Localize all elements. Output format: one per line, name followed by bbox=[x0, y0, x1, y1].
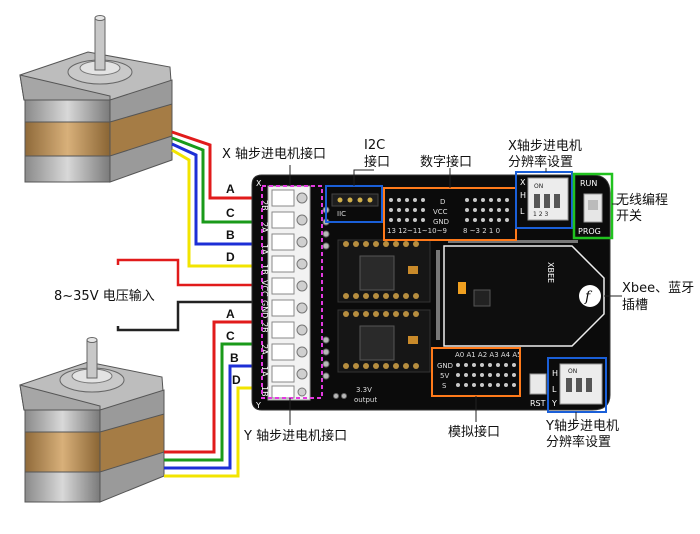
prog-highlight-box bbox=[572, 172, 614, 240]
driver-module-x bbox=[337, 239, 431, 303]
pin-y-2b: 2B bbox=[260, 322, 269, 333]
xbee-slot-label-1: Xbee、蓝牙 bbox=[622, 281, 694, 296]
pin-y-2a: 2A bbox=[260, 344, 269, 355]
power-wires bbox=[116, 258, 268, 332]
pin-x-1a: 1A bbox=[260, 244, 269, 255]
wire-label-bottom-c: C bbox=[226, 329, 235, 343]
xbee-slot-label-2: 插槽 bbox=[622, 298, 648, 313]
analog-5v-label: 5V bbox=[440, 372, 449, 380]
run-label: RUN bbox=[580, 179, 597, 188]
digital-gnd-label: GND bbox=[433, 218, 449, 226]
wire-label-top-a: A bbox=[226, 182, 235, 196]
y-dip-highlight-box bbox=[547, 357, 607, 413]
pin-gnd: GND bbox=[260, 300, 269, 318]
terminal-highlight-box bbox=[261, 185, 323, 399]
y-sw-letter: Y bbox=[551, 399, 557, 408]
x-sw-h: H bbox=[520, 191, 526, 200]
xbee-label: XBEE bbox=[546, 262, 555, 283]
prog-label: PROG bbox=[578, 227, 601, 236]
digital-pins-right: 8 ~3 2 1 0 bbox=[463, 227, 500, 235]
x-dip-nums: 1 2 3 bbox=[533, 211, 548, 218]
terminal-block bbox=[267, 185, 311, 401]
wireless-label-2: 开关 bbox=[616, 209, 642, 224]
xbee-socket: XBEE f bbox=[436, 240, 605, 347]
digital-header: D VCC GND 13 12~11~10~9 8 ~3 2 1 0 bbox=[387, 198, 509, 235]
output-label: output bbox=[354, 396, 377, 404]
stepper-motor-top bbox=[19, 15, 173, 183]
y-motor-port-label: Y 轴步进电机接口 bbox=[243, 428, 347, 444]
reset-button[interactable]: RST bbox=[529, 373, 547, 408]
wire-label-top-b: B bbox=[226, 228, 235, 242]
wire-label-top-d: D bbox=[226, 250, 235, 264]
i2c-sub-label: 接口 bbox=[364, 154, 390, 170]
rst-label: RST bbox=[530, 399, 546, 408]
pin-x-2a: 2A bbox=[260, 222, 269, 233]
y-resolution-dip-switch[interactable]: ON H L Y bbox=[551, 363, 603, 408]
run-prog-switch[interactable]: RUN PROG bbox=[578, 179, 603, 236]
x-resolution-dip-switch[interactable]: ON 1 2 3 X H L bbox=[520, 177, 569, 221]
x-resolution-label-1: X轴步进电机 bbox=[508, 139, 582, 154]
y-sw-h: H bbox=[552, 369, 558, 378]
analog-gnd-label: GND bbox=[437, 362, 453, 370]
board-x-letter: X bbox=[256, 179, 262, 188]
digital-port-label: 数字接口 bbox=[420, 154, 472, 170]
analog-pin-labels: A0 A1 A2 A3 A4 A5 bbox=[455, 351, 522, 359]
wire-label-bottom-d: D bbox=[232, 373, 241, 387]
y-dip-on-label: ON bbox=[568, 368, 577, 375]
driver-module-y bbox=[337, 309, 431, 373]
x-dip-highlight-box bbox=[515, 171, 573, 229]
wire-label-bottom-a: A bbox=[226, 307, 235, 321]
pin-y-1a: 1A bbox=[260, 366, 269, 377]
x-resolution-label-2: 分辨率设置 bbox=[508, 154, 573, 170]
y-resolution-label-1: Y轴步进电机 bbox=[545, 419, 619, 434]
wire-label-top-c: C bbox=[226, 206, 235, 220]
y-resolution-label-2: 分辨率设置 bbox=[546, 434, 611, 450]
y-sw-l: L bbox=[552, 385, 557, 394]
pin-vcc: VCC bbox=[260, 280, 269, 297]
digital-vcc-label: VCC bbox=[433, 208, 448, 216]
analog-port-label: 模拟接口 bbox=[448, 424, 500, 440]
analog-s-label: S bbox=[442, 382, 447, 390]
output-voltage: 3.3V bbox=[356, 386, 372, 394]
x-sw-l: L bbox=[520, 207, 525, 216]
svg-text:f: f bbox=[584, 289, 593, 305]
pin-y-1b: 1B bbox=[260, 386, 269, 397]
board-y-letter: Y bbox=[255, 401, 261, 410]
analog-header: A0 A1 A2 A3 A4 A5 GND 5V S bbox=[437, 351, 522, 390]
wires-top bbox=[171, 130, 268, 268]
power-input-label: 8~35V 电压输入 bbox=[54, 288, 155, 304]
digital-d-label: D bbox=[440, 198, 445, 206]
i2c-header: IIC bbox=[331, 193, 379, 218]
x-motor-port-label: X 轴步进电机接口 bbox=[222, 146, 326, 162]
callout-lines bbox=[289, 165, 622, 425]
controller-board: 2B 2A 1A 1B VCC GND 2B 2A 1A 1B X Y IIC bbox=[251, 174, 611, 411]
wireless-label-1: 无线编程 bbox=[616, 193, 668, 208]
stepper-motor-bottom bbox=[19, 337, 165, 503]
digital-pins-left: 13 12~11~10~9 bbox=[387, 227, 447, 235]
iic-label: IIC bbox=[337, 210, 346, 218]
wire-label-bottom-b: B bbox=[230, 351, 239, 365]
i2c-title-label: I2C bbox=[364, 138, 385, 153]
pin-x-2b: 2B bbox=[260, 200, 269, 211]
x-dip-on-label: ON bbox=[534, 183, 543, 190]
x-sw-letter: X bbox=[520, 178, 526, 187]
pin-x-1b: 1B bbox=[260, 264, 269, 275]
